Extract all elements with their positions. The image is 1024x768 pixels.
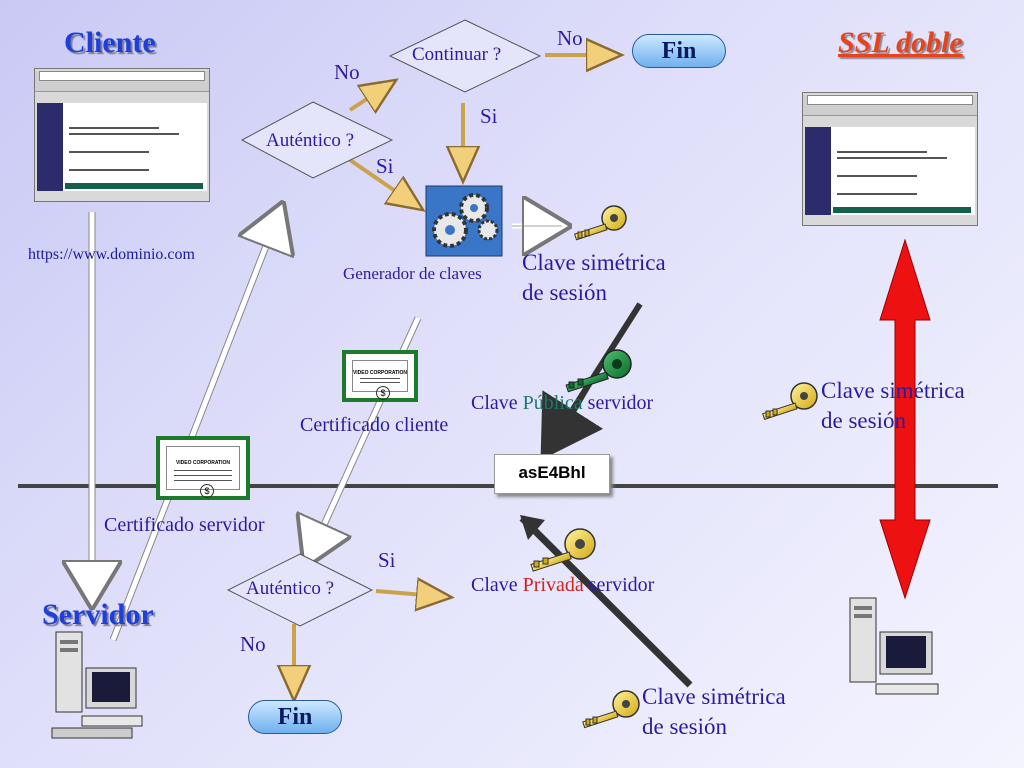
encrypted-text-box: asE4Bhl <box>494 454 610 494</box>
client-certificate: VIDEO CORPORATION $ <box>342 350 418 402</box>
answer-no-top: No <box>557 26 583 50</box>
answer-no-bottom: No <box>240 632 266 656</box>
client-title: Cliente <box>64 26 156 59</box>
client-cert-label: Certificado cliente <box>300 414 449 436</box>
gears-icon <box>425 185 503 257</box>
ssl-title: SSL doble <box>838 26 963 59</box>
public-key-suffix: servidor <box>582 392 654 414</box>
authentic-bottom-label: Auténtico ? <box>246 578 335 599</box>
url-link[interactable]: https://www.dominio.com <box>28 246 195 263</box>
public-key-word: Pública <box>522 392 583 414</box>
answer-si-mid: Si <box>376 154 394 178</box>
private-key-prefix: Clave <box>471 574 523 596</box>
key-icon <box>574 205 627 241</box>
public-key-label: Clave Pública servidor <box>471 392 653 415</box>
session-key-right-line2: de sesión <box>821 408 906 433</box>
flow-arrows <box>294 55 618 697</box>
session-key-top-line1: Clave simétrica <box>522 250 666 275</box>
secure-channel-arrow <box>879 238 931 600</box>
server-title: Servidor <box>42 598 154 631</box>
public-key-prefix: Clave <box>471 392 523 414</box>
continue-decision-label: Continuar ? <box>412 44 502 65</box>
server-cert-company: VIDEO CORPORATION <box>175 460 231 466</box>
fin-top-terminal: Fin <box>632 34 726 68</box>
client-cert-seal: $ <box>376 386 390 400</box>
private-key-label: Clave Privada servidor <box>471 574 654 597</box>
answer-si-top: Si <box>480 104 498 128</box>
session-key-top-line2: de sesión <box>522 280 607 305</box>
answer-si-bottom: Si <box>378 548 396 572</box>
session-key-bottom-label: Clave simétrica de sesión <box>642 682 786 742</box>
session-key-right-label: Clave simétrica de sesión <box>821 376 965 436</box>
answer-no-mid: No <box>334 60 360 84</box>
public-key-icon <box>565 349 632 393</box>
fin-bottom-terminal: Fin <box>248 700 342 734</box>
server-browser-screenshot <box>802 92 978 226</box>
session-key-right-icon <box>762 382 818 420</box>
session-key-bottom-icon <box>582 690 640 729</box>
client-browser-screenshot <box>34 68 210 202</box>
server-computer-icon <box>51 631 143 739</box>
server-cert-seal: $ <box>200 484 214 498</box>
private-key-suffix: servidor <box>583 574 655 596</box>
client-computer-icon <box>849 597 939 695</box>
session-key-bottom-line1: Clave simétrica <box>642 684 786 709</box>
authentic-bottom-diamond <box>226 553 374 627</box>
server-certificate: VIDEO CORPORATION $ <box>156 436 250 500</box>
generator-label: Generador de claves <box>343 264 482 283</box>
private-key-icon <box>530 528 596 572</box>
client-cert-company: VIDEO CORPORATION <box>352 370 408 376</box>
session-key-top-label: Clave simétrica de sesión <box>522 248 666 308</box>
authentic-top-diamond <box>240 101 394 179</box>
server-cert-label: Certificado servidor <box>104 514 265 536</box>
continue-diamond <box>388 19 542 93</box>
private-key-word: Privada <box>522 574 584 596</box>
session-key-right-line1: Clave simétrica <box>821 378 965 403</box>
session-key-bottom-line2: de sesión <box>642 714 727 739</box>
authentic-top-label: Auténtico ? <box>266 130 355 151</box>
